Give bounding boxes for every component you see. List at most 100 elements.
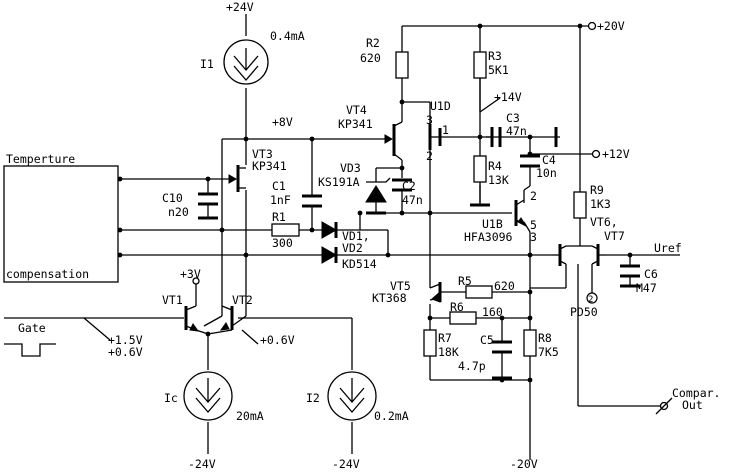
resistor-r2 [395, 51, 409, 79]
resistor-r8 [523, 329, 537, 357]
u1d-pin1: 1 [442, 123, 449, 137]
c3-value: 47n [506, 124, 527, 138]
r2-name: R2 [366, 36, 380, 50]
vt4-name: VT4 [346, 103, 367, 117]
node-plus0-6-in: +0.6V [108, 345, 143, 359]
ic-value: 20mA [236, 409, 264, 423]
labels: +24V +20V +12V -24V -24V -20V +8V +14V +… [108, 0, 720, 471]
c2-value: 47n [402, 193, 423, 207]
c5-value: 4.7p [458, 359, 486, 373]
r7-value: 18K [438, 345, 459, 359]
c2-name: C2 [402, 179, 416, 193]
r6-name: R6 [450, 300, 464, 314]
u1d-pin2: 2 [426, 149, 433, 163]
vt7-label: VT7 [604, 229, 625, 243]
vd12-type: KD514 [342, 257, 377, 271]
gate-signal: Gate [4, 317, 60, 357]
vd2-label: VD2 [342, 241, 363, 255]
r9-name: R9 [590, 183, 604, 197]
node-out: Out [682, 398, 703, 412]
i2-name: I2 [306, 391, 320, 405]
c6-name: C6 [644, 267, 658, 281]
resistors [271, 51, 587, 357]
vt6-label: VT6, [590, 215, 618, 229]
i2-value: 0.2mA [374, 409, 409, 423]
u1d-pin3: 3 [426, 113, 433, 127]
rail-minus20: -20V [510, 457, 538, 471]
resistor-r6 [449, 311, 477, 325]
resistor-r7 [423, 329, 437, 357]
r8-value: 7K5 [538, 345, 559, 359]
vt3-type: KP341 [252, 159, 287, 173]
c5-name: C5 [480, 333, 494, 347]
resistor-r9 [573, 191, 587, 219]
ic-name: Ic [164, 391, 178, 405]
rail-plus24: +24V [226, 0, 254, 14]
c3-name: C3 [506, 111, 520, 125]
semiconductors [184, 121, 606, 332]
resistor-r1 [271, 223, 300, 237]
r4-name: R4 [488, 159, 502, 173]
r8-name: R8 [538, 331, 552, 345]
c6-value: M47 [636, 281, 657, 295]
current-source-ic: Ic 20mA [164, 371, 264, 423]
c10-name: C10 [162, 191, 183, 205]
u1b-pin2: 2 [530, 189, 537, 203]
u1b-pin3: 3 [530, 230, 537, 244]
terminal-plus3 [192, 277, 200, 285]
i1-value: 0.4mA [270, 29, 305, 43]
c1-name: C1 [272, 179, 286, 193]
node-plus1-5: +1.5V [108, 333, 143, 347]
rail-minus24-left: -24V [188, 457, 216, 471]
vd3-type: KS191A [318, 175, 360, 189]
capacitors [198, 127, 640, 380]
vd3-name: VD3 [340, 161, 361, 175]
current-source-i2: I2 0.2mA [306, 371, 409, 423]
pd50-pin2: 2 [588, 295, 593, 305]
vt3-name: VT3 [252, 147, 273, 161]
r9-value: 1K3 [590, 197, 611, 211]
node-plus3: +3V [180, 267, 201, 281]
r4-value: 13K [488, 173, 509, 187]
u1b-name: U1B [482, 217, 503, 231]
c4-name: C4 [542, 153, 556, 167]
vt67-type: PD50 [570, 305, 598, 319]
gate-label: Gate [18, 321, 46, 335]
resistor-r4 [473, 155, 487, 183]
r2-value: 620 [360, 51, 381, 65]
r5-value: 620 [494, 279, 515, 293]
temperature-compensation-block: Temperture compensation [3, 152, 119, 283]
wiring [60, 14, 680, 460]
r5-name: R5 [458, 274, 472, 288]
r3-value: 5K1 [488, 63, 509, 77]
terminal-plus12 [591, 149, 601, 159]
node-plus0-6-out: +0.6V [260, 333, 295, 347]
node-uref: Uref [654, 241, 682, 255]
vd1-label: VD1, [342, 229, 370, 243]
r6-value: 160 [482, 305, 503, 319]
node-compar: Compar. [672, 386, 720, 400]
temp-label-line1: Temperture [6, 152, 75, 166]
vt1-label: VT1 [162, 293, 183, 307]
u1b-pin5: 5 [530, 218, 537, 232]
resistor-r5 [465, 285, 493, 299]
r1-name: R1 [272, 210, 286, 224]
terminals [192, 21, 673, 415]
terminal-plus20 [587, 21, 597, 31]
rail-plus12: +12V [602, 147, 630, 161]
rail-minus24-mid: -24V [332, 457, 360, 471]
i1-name: I1 [200, 57, 214, 71]
temp-label-line2: compensation [6, 267, 89, 281]
r1-value: 300 [272, 236, 293, 250]
vt2-label: VT2 [232, 293, 253, 307]
u1d-label: U1D [430, 99, 451, 113]
rail-plus20: +20V [597, 19, 625, 33]
u1b-type: HFA3096 [464, 230, 513, 244]
r7-name: R7 [438, 331, 452, 345]
r3-name: R3 [488, 49, 502, 63]
vt5-name: VT5 [390, 279, 411, 293]
node-plus14: +14V [494, 90, 522, 104]
vt5-type: KT368 [372, 291, 407, 305]
c4-value: 10n [536, 166, 557, 180]
